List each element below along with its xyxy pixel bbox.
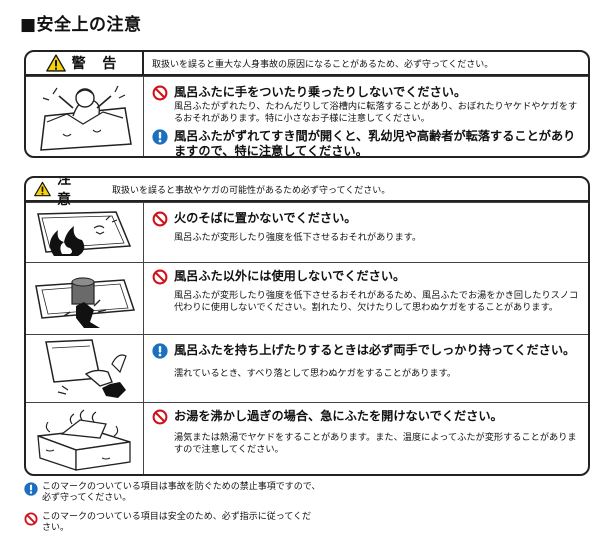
prohibition-icon [24,512,38,526]
warning-item-title: 風呂ふたがずれてすき間が開くと、乳幼児や高齢者が転落することがありますので、特に… [174,129,576,158]
lid-slip-illustration [26,335,144,402]
warning-label: 警 告 [71,56,123,72]
warning-panel: 警 告 取扱いを誤ると重大な人身事故の原因になることがあるため、必ず守ってくださ… [24,50,590,158]
warning-header: 警 告 取扱いを誤ると重大な人身事故の原因になることがあるため、必ず守ってくださ… [26,52,588,76]
child-falling-in-bath-illustration [26,77,144,156]
warning-row: 風呂ふたに手をついたり乗ったりしないでください。 風呂ふたがずれたり、たわんだり… [26,76,588,158]
caution-badge: 注 意 [26,178,108,208]
instruction-icon [152,129,168,145]
prohibition-icon [152,85,168,101]
caution-item-detail: 風呂ふたが変形したり強度を低下させるおそれがあります。 [174,232,422,243]
caution-row: 風呂ふたを持ち上げたりするときは必ず両手でしっかり持ってください。 濡れていると… [26,334,588,402]
caution-item: 風呂ふた以外には使用しないでください。 風呂ふたが変形したり強度を低下させるおそ… [152,269,580,314]
lid-misuse-illustration [26,263,144,334]
caution-header: 注 意 取扱いを誤ると事故やケガの可能性があるため必ず守ってください。 [26,178,588,208]
warning-header-text: 取扱いを誤ると重大な人身事故の原因になることがあるため、必ず守ってください。 [152,59,494,70]
caution-item: 火のそばに置かないでください。 風呂ふたが変形したり強度を低下させるおそれがあり… [152,211,580,244]
caution-item-title: 風呂ふた以外には使用しないでください。 [174,269,406,283]
warning-badge: 警 告 [26,52,144,74]
caution-item-detail: 濡れているとき、すべり落として思わぬケガをすることがあります。 [174,368,457,379]
caution-label: 注 意 [56,176,77,208]
mandatory-legend-text: このマークのついている項目は事故を防ぐための禁止事項ですので、必ず守ってください… [42,482,321,503]
caution-header-text: 取扱いを誤ると事故やケガの可能性があるため必ず守ってください。 [112,185,391,196]
caution-row: 風呂ふた以外には使用しないでください。 風呂ふたが変形したり強度を低下させるおそ… [26,262,588,334]
caution-panel: 注 意 取扱いを誤ると事故やケガの可能性があるため必ず守ってください。 火のそば… [24,176,590,476]
instruction-icon [24,482,38,496]
page-title: ■安全上の注意 [20,15,142,35]
steam-burn-illustration [26,403,144,474]
prohibition-icon [152,211,168,227]
prohibition-icon [152,269,168,285]
caution-triangle-icon [34,180,51,198]
warning-item: 風呂ふたに手をついたり乗ったりしないでください。 風呂ふたがずれたり、たわんだり… [152,85,580,125]
mandatory-legend: このマークのついている項目は事故を防ぐための禁止事項ですので、必ず守ってください… [24,482,322,504]
warning-item: 風呂ふたがずれてすき間が開くと、乳幼児や高齢者が転落することがありますので、特に… [152,129,580,158]
caution-row: 火のそばに置かないでください。 風呂ふたが変形したり強度を低下させるおそれがあり… [26,202,588,262]
caution-item-title: 風呂ふたを持ち上げたりするときは必ず両手でしっかり持ってください。 [174,343,576,357]
warning-item-detail: 風呂ふたがずれたり、たわんだりして浴槽内に転落することがあり、おぼれたりヤケドや… [174,101,578,124]
caution-item-title: お湯を沸かし過ぎの場合、急にふたを開けないでください。 [174,409,503,423]
caution-item: 風呂ふたを持ち上げたりするときは必ず両手でしっかり持ってください。 濡れていると… [152,343,580,380]
caution-item-title: 火のそばに置かないでください。 [174,211,357,225]
instruction-icon [152,343,168,359]
prohibition-icon [152,409,168,425]
caution-item-detail: 湯気または熱湯でヤケドをすることがあります。また、温度によってふたが変形すること… [174,432,577,455]
caution-row: お湯を沸かし過ぎの場合、急にふたを開けないでください。 湯気または熱湯でヤケドを… [26,402,588,474]
prohibited-legend-text: このマークのついている項目は安全のため、必ず指示に従ってください。 [42,512,312,533]
warning-triangle-icon [46,54,66,72]
caution-item-detail: 風呂ふたが変形したり強度を低下させるおそれがあるため、風呂ふたでお湯をかき回した… [174,290,579,313]
prohibited-legend: このマークのついている項目は安全のため、必ず指示に従ってください。 [24,512,312,534]
warning-item-title: 風呂ふたに手をついたり乗ったりしないでください。 [174,85,467,99]
lid-near-fire-illustration [26,203,144,262]
caution-item: お湯を沸かし過ぎの場合、急にふたを開けないでください。 湯気または熱湯でヤケドを… [152,409,580,456]
